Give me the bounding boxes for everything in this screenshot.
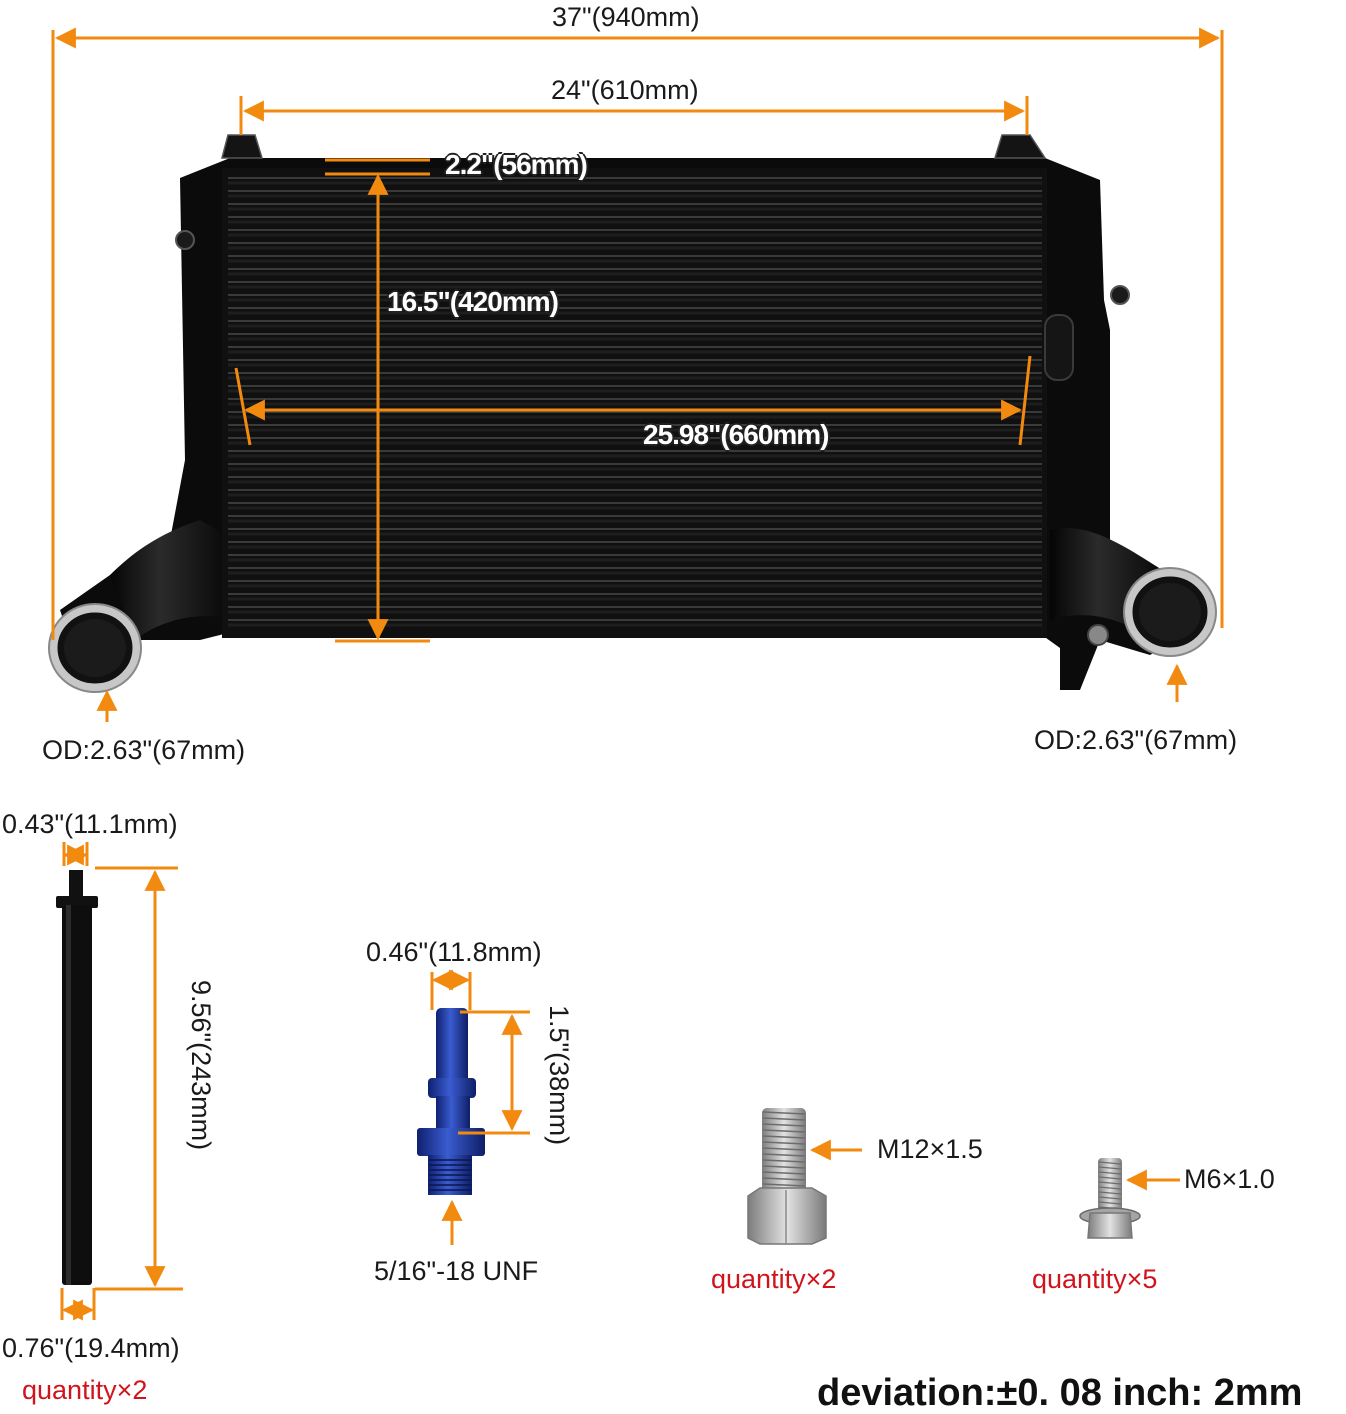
right-mount-pin <box>1110 285 1130 305</box>
fitting-length-label: 1.5"(38mm) <box>544 1005 574 1146</box>
m6-bolt-threads <box>1098 1161 1122 1210</box>
core-top-width-label: 24"(610mm) <box>551 75 699 105</box>
drain-bolt <box>1087 624 1109 646</box>
left-outlet-pipe <box>110 520 235 640</box>
m12-quantity-label: quantity×2 <box>711 1264 837 1294</box>
intercooler-illustration <box>48 134 1217 693</box>
left-outlet-od-label: OD:2.63"(67mm) <box>42 735 246 765</box>
m6-size-label: M6×1.0 <box>1184 1164 1275 1194</box>
overall-width-label: 37"(940mm) <box>552 2 700 32</box>
fitting-thread-label: 5/16"-18 UNF <box>374 1256 539 1286</box>
fitting-dimension-lines <box>430 969 530 1245</box>
rod-top-diameter-label: 0.43"(11.1mm) <box>2 809 178 839</box>
rod-dimension-lines <box>60 842 183 1321</box>
core-thickness-label: 2.2"(56mm) <box>445 149 588 180</box>
m6-quantity-label: quantity×5 <box>1032 1264 1158 1294</box>
core-width-label: 25.98"(660mm) <box>643 419 830 450</box>
m12-size-label: M12×1.5 <box>877 1134 983 1164</box>
rod-length-label: 9.56"(243mm) <box>186 980 216 1151</box>
left-mount-pin <box>175 230 195 250</box>
fitting-threads <box>429 1159 471 1191</box>
fitting-illustration <box>417 1008 485 1195</box>
rod-quantity-label: quantity×2 <box>22 1375 148 1405</box>
m12-bolt-illustration <box>747 1108 827 1245</box>
fitting-tip-diameter-label: 0.46"(11.8mm) <box>366 937 542 967</box>
intercooler-dimension-lines <box>51 27 1224 722</box>
m12-bolt-threads <box>762 1111 806 1187</box>
left-pipe-opening <box>48 603 142 693</box>
core-fins <box>228 177 1042 627</box>
core-height-label: 16.5"(420mm) <box>387 286 559 317</box>
rod-illustration <box>56 870 98 1285</box>
right-tank-port <box>1044 314 1074 381</box>
deviation-note: deviation:±0. 08 inch: 2mm <box>817 1372 1303 1414</box>
rod-bottom-diameter-label: 0.76"(19.4mm) <box>2 1333 180 1363</box>
right-pipe-opening <box>1123 567 1217 657</box>
left-mount-tab <box>221 134 264 159</box>
right-mount-tab <box>993 134 1047 159</box>
right-outlet-od-label: OD:2.63"(67mm) <box>1034 725 1238 755</box>
m6-bolt-illustration <box>1079 1158 1141 1239</box>
